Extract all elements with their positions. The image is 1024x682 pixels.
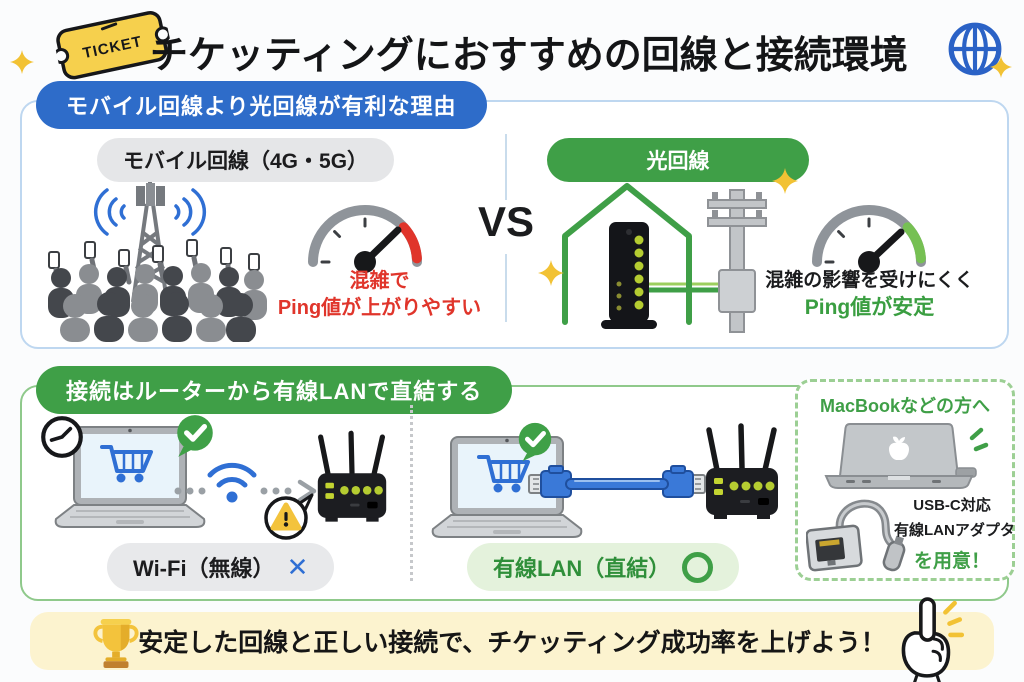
macbook-icon bbox=[814, 418, 992, 503]
macbook-note-line1: USB-C対応 bbox=[913, 497, 991, 514]
macbook-note-text: USB-C対応 有線LANアダプタ を用意！ bbox=[894, 494, 1015, 573]
macbook-note-line2: 有線LANアダプタ bbox=[894, 522, 1015, 539]
page-title: チケッティングにおすすめの回線と接続環境 bbox=[150, 35, 908, 77]
sparkle-icon bbox=[772, 168, 798, 199]
vs-label: VS bbox=[477, 198, 535, 245]
macbook-note-heading: MacBookなどの方へ bbox=[819, 396, 990, 416]
gauge-green-icon bbox=[804, 188, 934, 279]
wifi-label-pill: Wi-Fi（無線） ✕ bbox=[107, 543, 335, 591]
router-icon bbox=[702, 422, 782, 527]
router-icon bbox=[314, 429, 390, 530]
macbook-note-box: MacBookなどの方へ bbox=[795, 379, 1015, 581]
usb-adapter-icon bbox=[805, 490, 914, 581]
macbook-note-line3: を用意！ bbox=[913, 551, 990, 572]
cross-mark-icon: ✕ bbox=[286, 552, 309, 582]
divider-top bbox=[505, 134, 507, 200]
laptop-cart-icon bbox=[50, 425, 210, 542]
cell-tower-icon bbox=[37, 174, 272, 347]
wired-label: 有線LAN（直結） bbox=[493, 556, 671, 581]
warning-icon bbox=[262, 493, 314, 548]
footer-message: 安定した回線と正しい接続で、チケッティング成功率を上げよう！ bbox=[138, 629, 886, 657]
wired-label-pill: 有線LAN（直結） bbox=[467, 543, 740, 591]
pointing-hand-icon bbox=[892, 596, 965, 682]
mobile-caption-line2: Ping値が上がりやすい bbox=[277, 297, 482, 319]
globe-icon bbox=[946, 20, 1004, 83]
wifi-label: Wi-Fi（無線） bbox=[133, 556, 275, 581]
check-icon bbox=[514, 421, 556, 468]
trophy-icon bbox=[92, 617, 140, 674]
house-fiber-icon bbox=[557, 174, 807, 344]
fiber-caption: 混雑の影響を受けにくく Ping値が安定 bbox=[762, 268, 977, 322]
divider-bottom bbox=[505, 254, 507, 322]
mobile-caption-line1: 混雑で bbox=[349, 270, 410, 292]
section-line-comparison: モバイル回線より光回線が有利な理由 モバイル回線（4G・5G） bbox=[20, 81, 1009, 349]
fiber-caption-line1: 混雑の影響を受けにくく bbox=[765, 270, 974, 291]
footer-banner: 安定した回線と正しい接続で、チケッティング成功率を上げよう！ bbox=[30, 597, 994, 682]
subsection-separator bbox=[410, 405, 413, 581]
sparkle-icon bbox=[10, 50, 34, 79]
clock-icon bbox=[38, 413, 86, 466]
wifi-icon bbox=[170, 445, 322, 512]
fiber-caption-line2: Ping値が安定 bbox=[804, 295, 935, 319]
circle-mark-icon bbox=[682, 551, 714, 583]
sparkle-icon bbox=[538, 260, 564, 291]
lan-cable-icon bbox=[527, 463, 707, 510]
section-connection: 接続はルーターから有線LANで直結する bbox=[20, 366, 1015, 601]
check-icon bbox=[172, 413, 218, 464]
gauge-red-icon bbox=[300, 188, 430, 279]
fiber-line-label: 光回線 bbox=[547, 138, 809, 182]
section2-heading: 接続はルーターから有線LANで直結する bbox=[36, 366, 513, 414]
mobile-line-label: モバイル回線（4G・5G） bbox=[97, 138, 395, 182]
ticket-icon: TICKET bbox=[51, 3, 175, 87]
mobile-caption: 混雑で Ping値が上がりやすい bbox=[272, 268, 487, 322]
section1-heading: モバイル回線より光回線が有利な理由 bbox=[36, 81, 487, 129]
sparkle-icon bbox=[990, 56, 1012, 83]
